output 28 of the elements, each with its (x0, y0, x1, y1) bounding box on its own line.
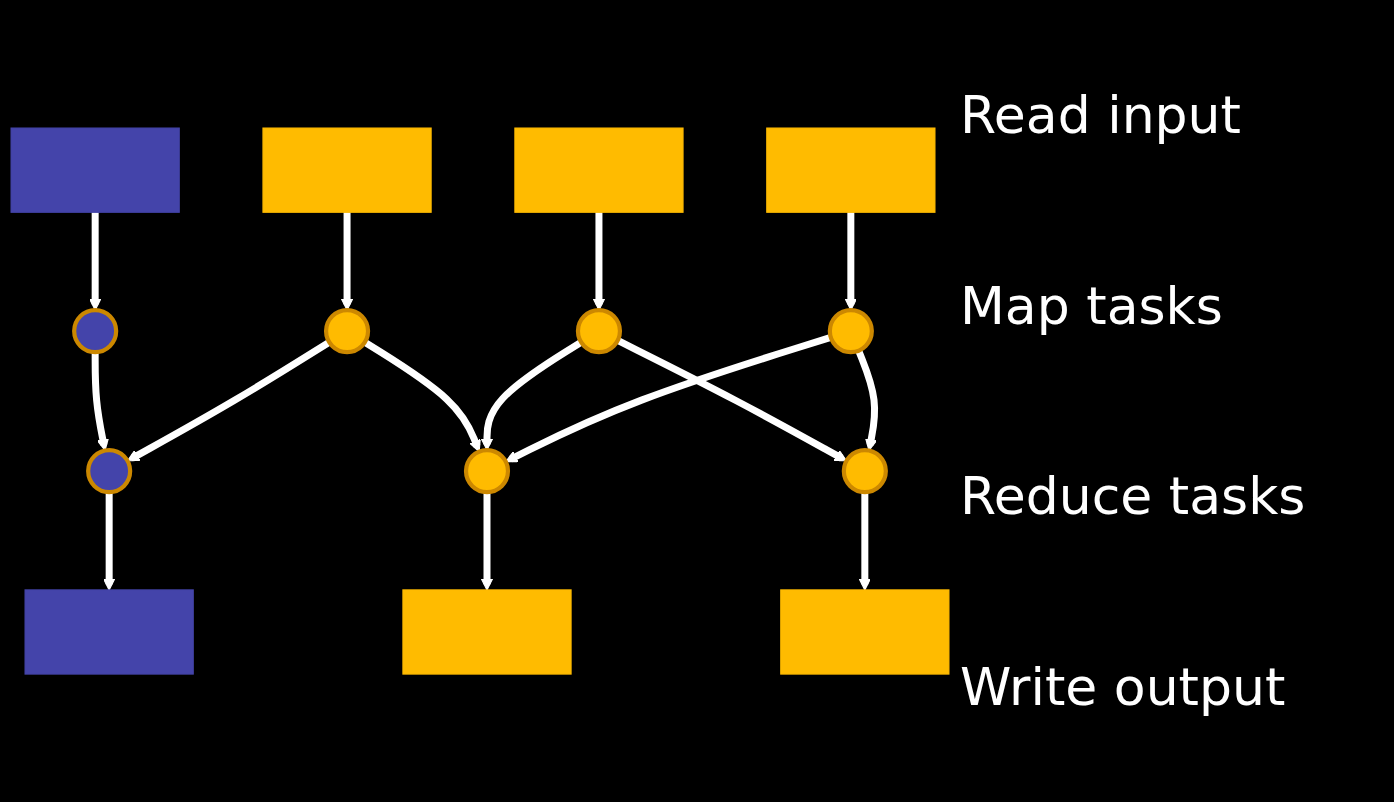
node-box (10, 127, 180, 213)
arrow (505, 333, 832, 463)
arrow (91, 352, 109, 451)
node-circle (841, 447, 888, 495)
node-box (514, 127, 684, 213)
arrow (103, 491, 116, 591)
node-box (402, 589, 572, 675)
row-label: Read input (960, 85, 1242, 146)
arrow (480, 339, 583, 451)
node-box (780, 589, 950, 675)
arrow (363, 339, 481, 453)
row-label: Write output (960, 656, 1287, 717)
node-circle (463, 447, 511, 495)
row-label: Reduce tasks (960, 466, 1307, 527)
node-box (24, 589, 194, 675)
node-circle (72, 307, 119, 355)
arrow (616, 337, 848, 462)
node-circle (575, 307, 623, 355)
node-circle (86, 447, 133, 495)
row-label: Map tasks (960, 275, 1224, 336)
node-circle (323, 307, 371, 355)
arrow (126, 339, 332, 462)
arrow (855, 349, 879, 451)
node-box (766, 127, 936, 213)
arrow (858, 491, 871, 591)
arrow (480, 491, 494, 591)
node-box (262, 127, 432, 213)
node-circle (827, 307, 874, 355)
